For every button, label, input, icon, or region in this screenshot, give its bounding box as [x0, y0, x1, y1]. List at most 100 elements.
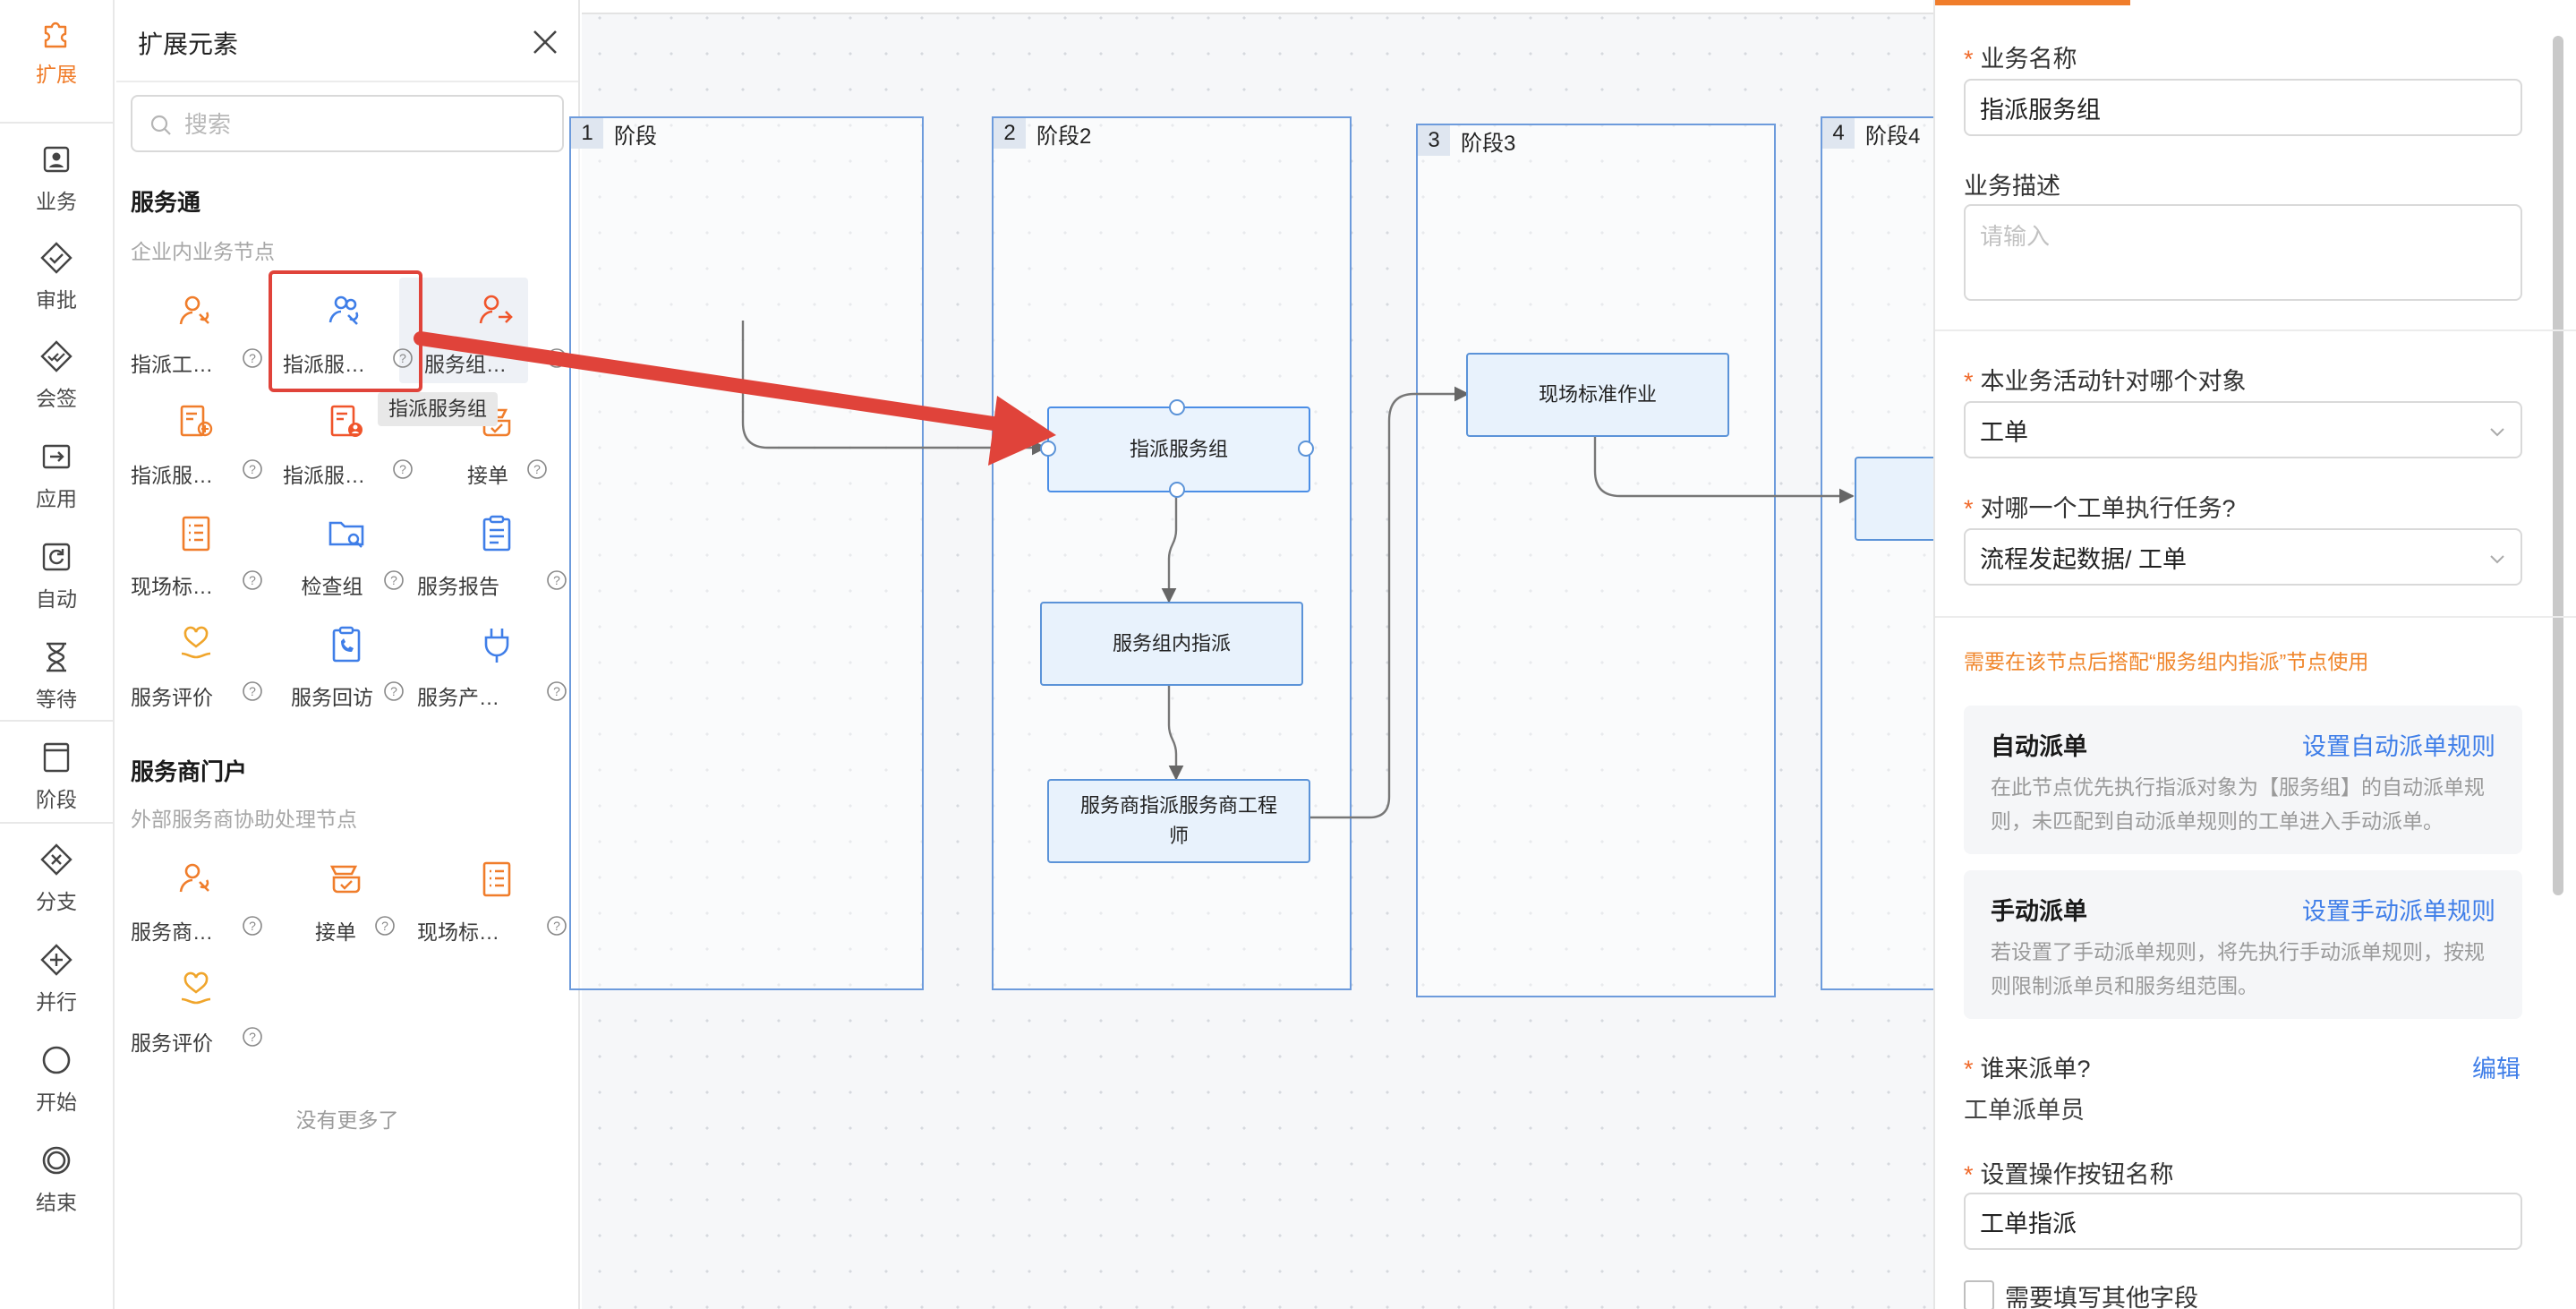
rail-label: 分支	[36, 890, 77, 913]
assign-person-doc-icon	[330, 405, 363, 437]
stage-1[interactable]: 1 阶段	[569, 116, 924, 990]
element-label: 接单	[467, 464, 508, 487]
svg-text:?: ?	[249, 684, 256, 698]
flow-canvas[interactable]	[582, 0, 1933, 1309]
rail-item-apply[interactable]: 应用	[0, 430, 113, 523]
double-circle-icon	[42, 1146, 71, 1175]
stage-number: 3	[1418, 125, 1450, 156]
set-auto-rule-link[interactable]: 设置自动派单规则	[2302, 733, 2495, 760]
help-icon[interactable]: ?	[392, 458, 414, 480]
svg-text:?: ?	[249, 1030, 256, 1044]
which-order-select[interactable]: 流程发起数据/ 工单	[1964, 528, 2522, 586]
scrollbar[interactable]	[2553, 36, 2563, 895]
element-service-rating[interactable]: 服务评价 ?	[120, 618, 272, 716]
assign-doc-icon	[180, 405, 213, 437]
accept-order-icon	[329, 865, 361, 894]
help-icon[interactable]: ?	[242, 915, 263, 937]
business-name-label: *业务名称	[1964, 46, 2077, 73]
node-stage4-partial[interactable]	[1855, 457, 1946, 541]
business-desc-input[interactable]	[1964, 204, 2522, 301]
stage-3[interactable]: 3 阶段3	[1416, 124, 1776, 997]
element-label: 服务产…	[417, 686, 499, 709]
node-onsite-standard[interactable]: 现场标准作业	[1466, 353, 1729, 437]
canvas-top-bar	[582, 0, 1933, 14]
element-provider-accept-order[interactable]: 接单 ?	[270, 852, 422, 951]
help-icon[interactable]: ?	[546, 347, 567, 369]
element-inspection-group[interactable]: 检查组 ?	[270, 507, 422, 605]
element-label: 指派工…	[131, 353, 213, 376]
connection-port[interactable]	[1169, 482, 1185, 498]
stage-name: 阶段4	[1865, 124, 1921, 149]
help-icon[interactable]: ?	[242, 1026, 263, 1048]
help-icon[interactable]: ?	[374, 915, 396, 937]
business-name-input[interactable]	[1964, 79, 2522, 136]
target-object-select[interactable]: 工单	[1964, 401, 2522, 458]
who-dispatch-value: 工单派单员	[1964, 1097, 2085, 1124]
set-manual-rule-link[interactable]: 设置手动派单规则	[2302, 898, 2495, 925]
element-assign-service-doc[interactable]: 指派服… ?	[120, 396, 272, 494]
element-service-report[interactable]: 服务报告 ?	[417, 507, 573, 605]
rail-label: 阶段	[36, 788, 77, 811]
plug-icon	[484, 629, 509, 663]
svg-text:?: ?	[390, 684, 397, 698]
element-label: 服务评价	[131, 686, 213, 709]
help-icon[interactable]: ?	[526, 458, 548, 480]
connection-port[interactable]	[1298, 441, 1314, 457]
rail-item-business[interactable]: 业务	[0, 133, 113, 226]
help-icon[interactable]: ?	[242, 569, 263, 591]
rail-item-approve[interactable]: 审批	[0, 231, 113, 324]
assign-worker-icon	[179, 295, 209, 325]
element-provider-worker[interactable]: 服务商… ?	[120, 852, 272, 951]
which-order-value: 流程发起数据/ 工单	[1980, 545, 2188, 573]
stage-name: 阶段2	[1036, 124, 1092, 149]
tooltip: 指派服务组	[378, 392, 499, 426]
button-name-input[interactable]	[1964, 1193, 2522, 1250]
help-icon[interactable]: ?	[392, 347, 414, 369]
element-onsite-standard[interactable]: 现场标… ?	[120, 507, 272, 605]
connection-port[interactable]	[1040, 441, 1056, 457]
rail-item-start[interactable]: 开始	[0, 1033, 113, 1126]
element-assign-service-person[interactable]: 指派服… ?	[270, 396, 422, 494]
stage-4[interactable]: 4 阶段4	[1821, 116, 1939, 990]
search-box[interactable]	[131, 95, 564, 152]
help-icon[interactable]: ?	[242, 347, 263, 369]
node-label: 现场标准作业	[1538, 383, 1657, 406]
close-icon[interactable]	[528, 25, 562, 59]
rail-item-parallel[interactable]: 并行	[0, 933, 113, 1026]
help-icon[interactable]: ?	[383, 569, 405, 591]
other-fields-checkbox[interactable]	[1964, 1280, 1994, 1309]
rail-item-auto[interactable]: 自动	[0, 530, 113, 623]
rail-item-end[interactable]: 结束	[0, 1134, 113, 1227]
help-icon[interactable]: ?	[546, 569, 567, 591]
node-in-group-assign[interactable]: 服务组内指派	[1040, 602, 1303, 686]
node-provider-assign-engineer[interactable]: 服务商指派服务商工程 师	[1047, 779, 1310, 863]
help-icon[interactable]: ?	[546, 915, 567, 937]
help-icon[interactable]: ?	[546, 680, 567, 702]
rail-item-wait[interactable]: 等待	[0, 630, 113, 723]
rail-item-stage[interactable]: 阶段	[0, 731, 113, 824]
card-description: 若设置了手动派单规则，将先执行手动派单规则，按规则限制派单员和服务组范围。	[1991, 940, 2485, 997]
help-icon[interactable]: ?	[242, 458, 263, 480]
element-assign-group[interactable]: 指派服… ?	[270, 285, 422, 383]
extension-panel: 扩展元素 服务通 企业内业务节点 指派工… ? 指派服… ? 服务组… ? 指派…	[116, 0, 580, 1309]
card-title: 自动派单	[1991, 733, 2087, 760]
help-icon[interactable]: ?	[242, 680, 263, 702]
element-provider-onsite-standard[interactable]: 现场标… ?	[417, 852, 573, 951]
checklist-icon	[182, 516, 210, 552]
rail-item-countersign[interactable]: 会签	[0, 329, 113, 423]
element-label: 服务评价	[131, 1031, 213, 1055]
element-service-group-forward[interactable]: 服务组… ?	[421, 285, 573, 383]
who-dispatch-edit-link[interactable]: 编辑	[2472, 1056, 2521, 1082]
hourglass-icon	[47, 642, 66, 672]
element-provider-rating[interactable]: 服务评价 ?	[120, 963, 272, 1062]
rail-item-branch[interactable]: 分支	[0, 833, 113, 926]
connection-port[interactable]	[1169, 399, 1185, 415]
rail-item-extend[interactable]: 扩展	[0, 5, 113, 98]
element-service-product[interactable]: 服务产… ?	[417, 618, 573, 716]
help-icon[interactable]: ?	[383, 680, 405, 702]
node-assign-service-group[interactable]: 指派服务组	[1047, 406, 1310, 492]
which-order-label: *对哪一个工单执行任务?	[1964, 495, 2236, 522]
search-input[interactable]	[183, 104, 553, 145]
element-assign-worker[interactable]: 指派工… ?	[120, 285, 272, 383]
element-service-revisit[interactable]: 服务回访 ?	[270, 618, 422, 716]
